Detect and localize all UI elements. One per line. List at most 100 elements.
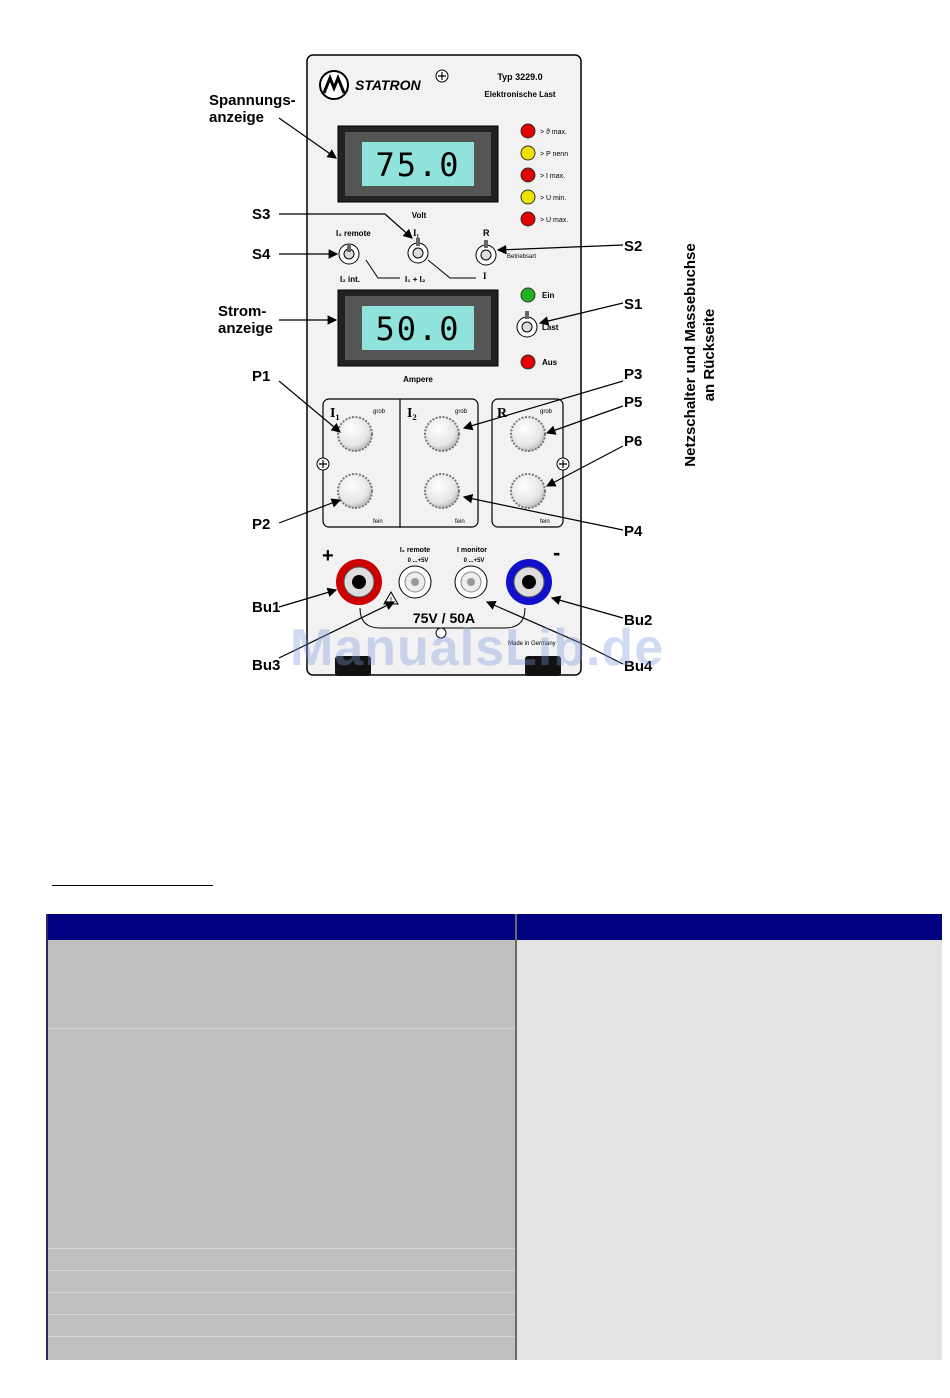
table-row-divider — [46, 1248, 515, 1249]
table-row-divider — [46, 1314, 515, 1315]
voltage-display: 75.0 — [337, 125, 499, 203]
voltage-value: 75.0 — [375, 146, 460, 184]
voltage-unit: Volt — [412, 211, 427, 220]
callout-s2: S2 — [624, 238, 643, 255]
type-label: Typ 3229.0 — [497, 72, 542, 82]
led-on-label: Ein — [542, 291, 555, 300]
callout-p3: P3 — [624, 366, 643, 383]
spec-table — [46, 914, 942, 1360]
label-i1-plus-i2: I₁ + I₂ — [405, 275, 426, 284]
table-column-right — [516, 940, 942, 1360]
knob-fine[interactable] — [510, 473, 546, 509]
knob-label-grob: grob — [540, 409, 553, 415]
screw-icon — [316, 457, 330, 471]
status-led — [520, 123, 536, 139]
current-unit: Ampere — [403, 375, 433, 384]
panel-foot-left — [335, 656, 371, 676]
status-led — [520, 145, 536, 161]
status-led-label: > ϑ max. — [540, 129, 567, 136]
callout-spannungsanzeige-line2: anzeige — [209, 109, 265, 126]
label-i: I — [483, 271, 487, 281]
knob-group-title: R — [497, 406, 508, 421]
status-led — [520, 189, 536, 205]
callout-stromanzeige-line2: anzeige — [218, 320, 274, 337]
knob-label-fein: fein — [540, 519, 550, 525]
label-r: R — [483, 228, 490, 238]
callout-p2: P2 — [252, 516, 271, 533]
table-column-divider — [515, 914, 517, 1360]
status-led-label: > P nenn — [540, 151, 568, 158]
ground-jack — [435, 627, 447, 639]
footnote-rule — [52, 885, 213, 886]
callout-p5: P5 — [624, 394, 643, 411]
switch-s3 — [407, 238, 429, 264]
status-led-column: > ϑ max. > P nenn > I max. > U min. > U max. — [520, 123, 568, 227]
callout-p6: P6 — [624, 433, 643, 450]
label-last: Last — [542, 323, 559, 332]
svg-text:!: ! — [390, 596, 392, 605]
brand-label: STATRON — [355, 77, 421, 93]
callout-bu1: Bu1 — [252, 599, 281, 616]
label-jack-i2-remote: I₂ remote — [400, 547, 430, 554]
label-i1: I₁ — [413, 228, 420, 238]
table-column-left — [46, 940, 515, 1360]
label-betriebsart: Betriebsart — [507, 254, 536, 260]
table-header-right — [517, 914, 942, 940]
callout-s4: S4 — [252, 246, 271, 263]
switch-s1 — [516, 311, 538, 338]
status-led — [520, 211, 536, 227]
knob-fine[interactable] — [337, 473, 373, 509]
device-front-panel-diagram: STATRON Typ 3229.0 Elektronische Last 75… — [278, 54, 624, 676]
label-jack-i-monitor: I monitor — [457, 547, 487, 554]
made-in-label: Made in Germany — [508, 641, 556, 647]
knob-label-grob: grob — [455, 409, 468, 415]
led-off — [520, 354, 536, 370]
knob-coarse[interactable] — [510, 416, 546, 452]
callout-stromanzeige-line1: Strom- — [218, 303, 267, 320]
callout-bu3: Bu3 — [252, 657, 281, 674]
knob-label-fein: fein — [373, 519, 383, 525]
label-i2-remote: I₂ remote — [336, 229, 371, 238]
knob-group-title: I₂ — [407, 406, 417, 421]
table-row-divider — [46, 1336, 515, 1337]
rating-label: 75V / 50A — [413, 610, 475, 626]
knob-coarse[interactable] — [424, 416, 460, 452]
label-i2-int: I₂ int. — [340, 275, 360, 284]
table-row-divider — [46, 1270, 515, 1271]
watermark: ManualsLib.de — [290, 619, 665, 677]
screw-icon — [556, 457, 570, 471]
jack-minus-sign: - — [553, 540, 560, 565]
callout-p1: P1 — [252, 368, 271, 385]
callout-s3: S3 — [252, 206, 271, 223]
knob-fine[interactable] — [424, 473, 460, 509]
table-row-divider — [46, 1292, 515, 1293]
status-led-label: > I max. — [540, 173, 565, 180]
switch-s4 — [338, 243, 360, 265]
current-display: 50.0 — [337, 289, 499, 367]
led-on — [520, 287, 536, 303]
panel-foot-right — [525, 656, 561, 676]
jack-minus — [506, 559, 552, 605]
knob-coarse[interactable] — [337, 416, 373, 452]
label-jack-i-monitor-range: 0 ...+5V — [464, 558, 485, 564]
callout-bu4: Bu4 — [624, 658, 653, 675]
callout-bu2: Bu2 — [624, 612, 653, 629]
switch-s2 — [475, 240, 497, 266]
statron-logo-icon — [319, 70, 349, 100]
jack-plus — [336, 559, 382, 605]
screw-icon — [435, 69, 449, 83]
knob-label-grob: grob — [373, 409, 386, 415]
callout-arrows — [278, 117, 624, 665]
status-led — [520, 167, 536, 183]
status-led-label: > U max. — [540, 217, 568, 224]
bnc-i-monitor — [454, 565, 488, 599]
current-value: 50.0 — [375, 310, 460, 348]
table-left-edge — [46, 914, 48, 1360]
callout-p4: P4 — [624, 523, 643, 540]
status-led-label: > U min. — [540, 195, 566, 202]
jack-plus-sign: + — [322, 545, 334, 567]
led-off-label: Aus — [542, 358, 558, 367]
side-note-line1: Netzschalter und Massebuchse — [682, 243, 699, 467]
side-note: Netzschalter und Massebuchse an Rückseit… — [681, 243, 719, 466]
